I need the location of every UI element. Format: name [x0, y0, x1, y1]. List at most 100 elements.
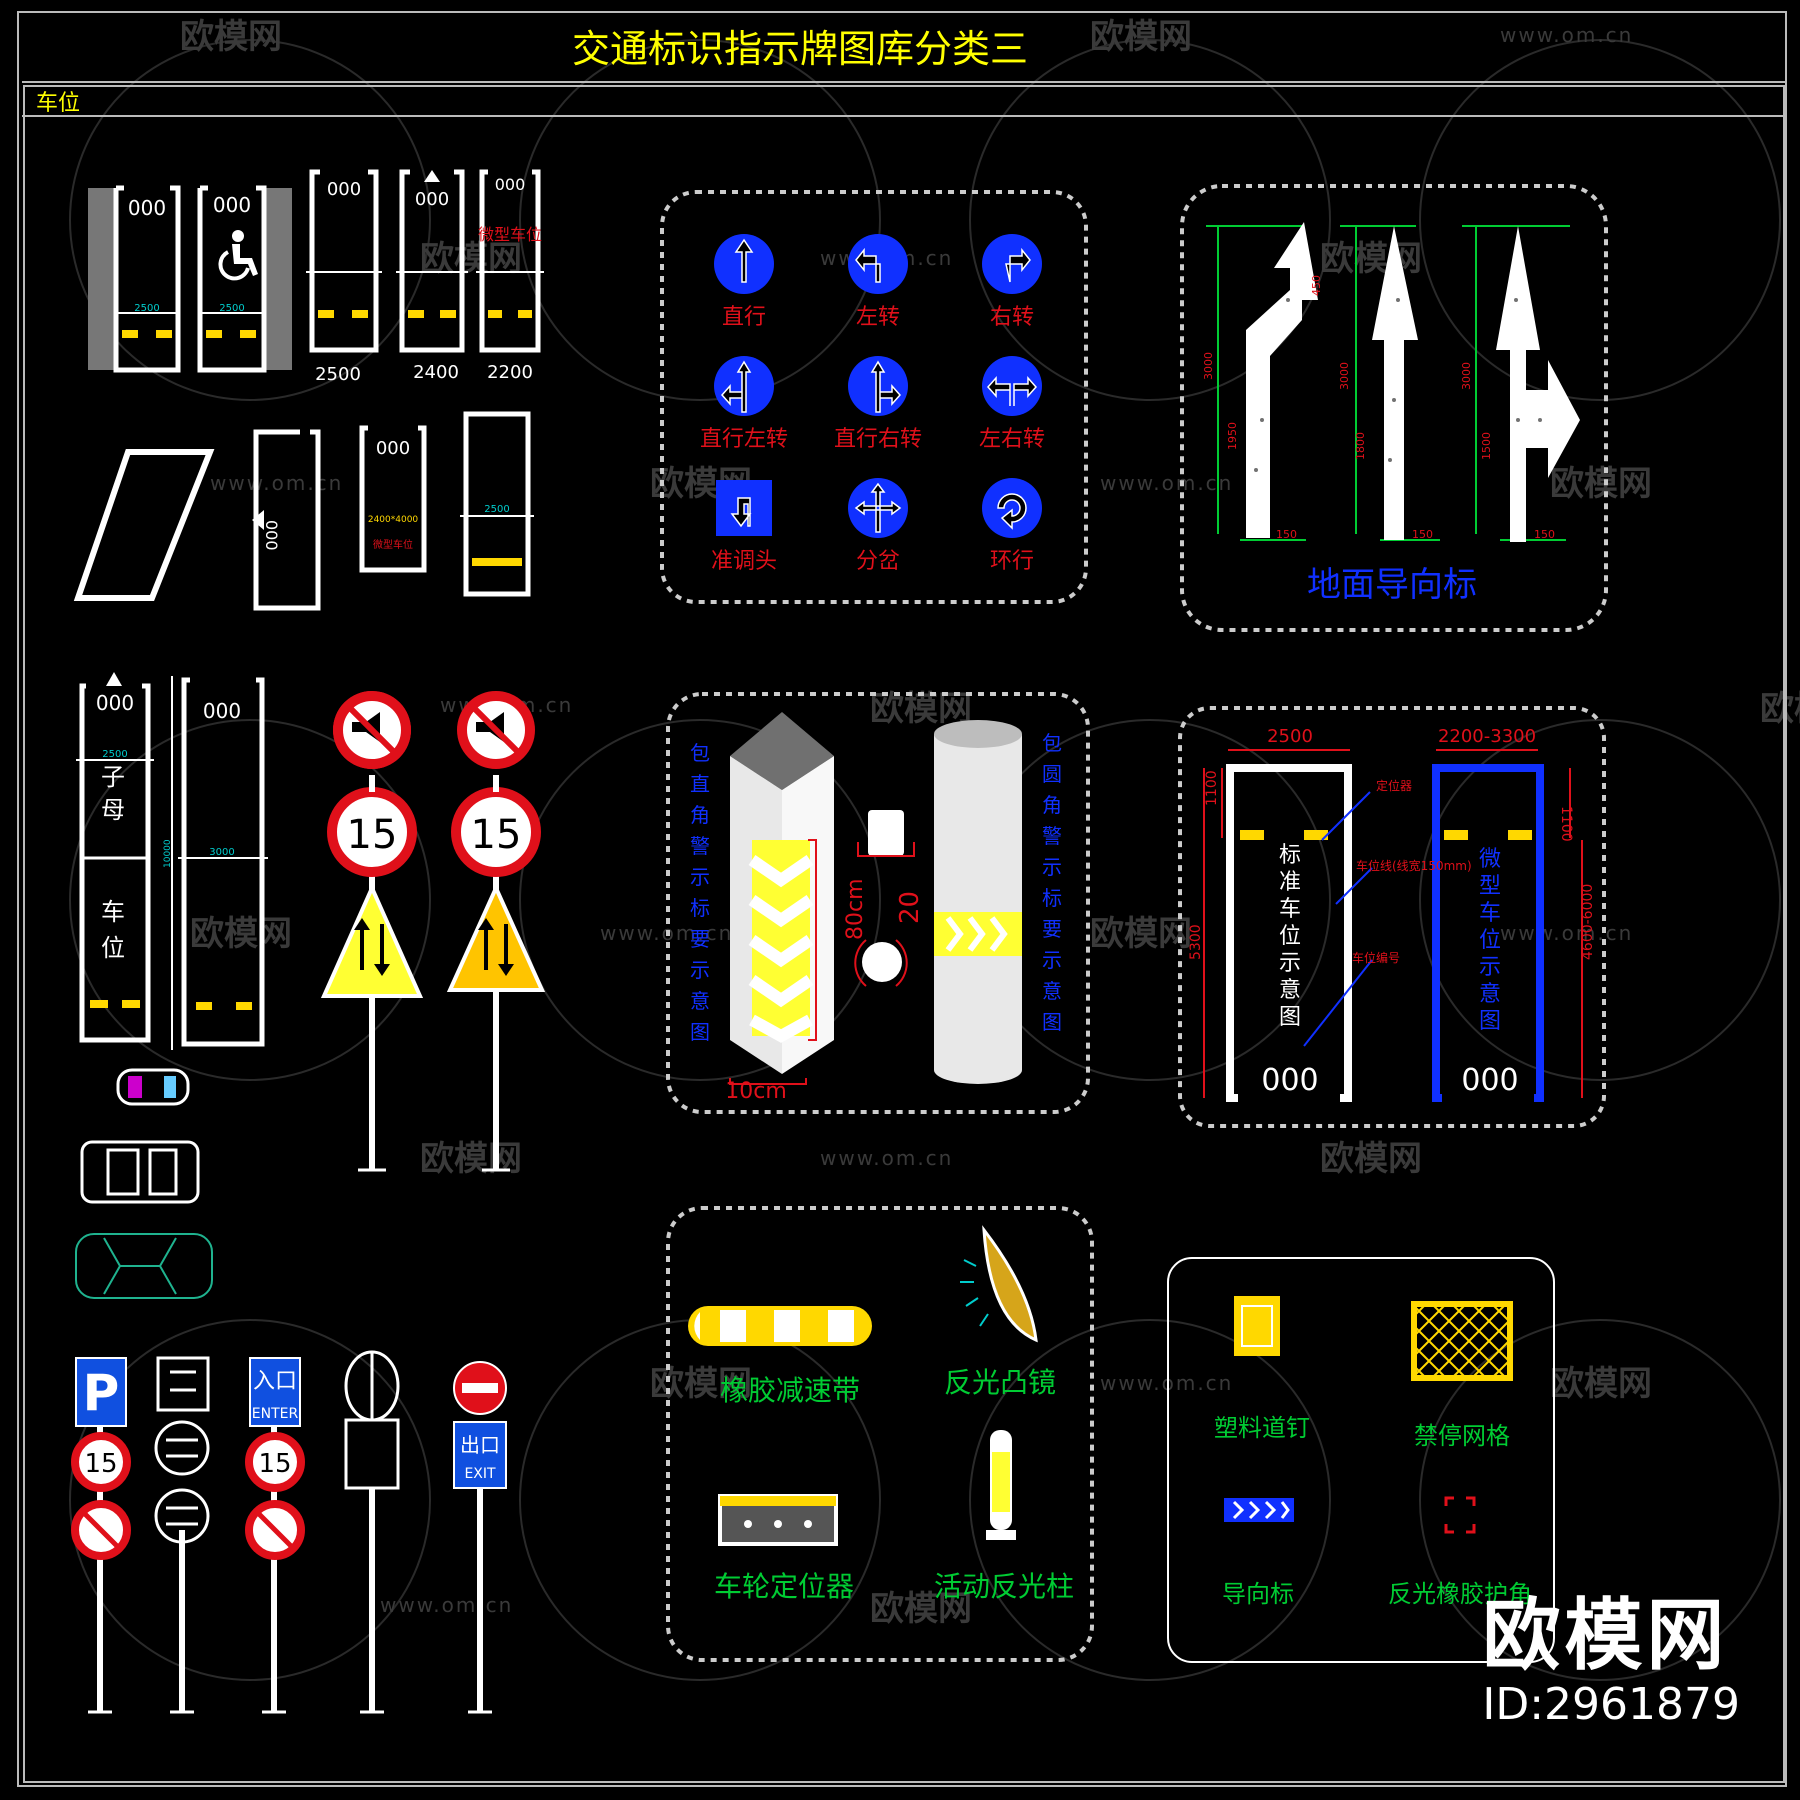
space-width: 2500: [134, 303, 159, 314]
arrow-icon: [106, 672, 122, 686]
space-number: 000: [128, 196, 166, 220]
watermark-text: 欧模网: [870, 1589, 972, 1629]
ground-arrow-straight: [1372, 226, 1418, 540]
guide-chevron-icon: [1224, 1498, 1294, 1522]
dim-10cm: 10cm: [725, 1079, 787, 1104]
caption-char: 图: [1279, 1005, 1301, 1030]
caption-char: 准: [1279, 870, 1301, 895]
reflective-post-icon: [986, 1430, 1016, 1540]
svg-text:出口: 出口: [460, 1433, 500, 1457]
angled-space-outline: [73, 449, 215, 601]
caption-char: 要: [690, 927, 710, 951]
svg-text:5300: 5300: [1188, 924, 1204, 960]
svg-text:2500: 2500: [1267, 726, 1313, 747]
svg-text:子: 子: [101, 763, 125, 791]
label-speed-bump: 橡胶减速带: [720, 1374, 860, 1407]
caption-char: 意: [1042, 979, 1062, 1003]
straight-left-arrow-icon: [720, 360, 752, 413]
parking-space-outline: [359, 425, 427, 573]
two-way-arrows-icon: [354, 918, 390, 976]
ground-arrow-title: 地面导向标: [1307, 565, 1477, 605]
fork-arrow-icon: [854, 482, 902, 533]
caption-char: 图: [1479, 1009, 1501, 1034]
enter-sign: [249, 1357, 301, 1427]
dim-80cm: 80cm: [843, 878, 868, 940]
label-no-parking-grid: 禁停网格: [1414, 1422, 1510, 1450]
caption-char: 要: [1042, 917, 1062, 941]
direction-sign: 左右转: [979, 356, 1045, 452]
hatch-wall: [88, 188, 116, 370]
svg-text:微型车位: 微型车位: [373, 538, 413, 551]
parking-space-outline: [197, 185, 267, 373]
svg-text:3000: 3000: [1338, 362, 1351, 390]
caption-char: 图: [690, 1020, 710, 1044]
label-reflective-post: 活动反光柱: [934, 1570, 1074, 1603]
svg-text:2200-3300: 2200-3300: [1438, 726, 1536, 747]
left-turn-arrow-icon: [855, 247, 881, 283]
svg-text:入口: 入口: [253, 1369, 297, 1394]
direction-signs-grid: 直行左转右转直行左转直行右转左右转准调头分岔环行: [700, 234, 1045, 574]
exit-sign: [453, 1421, 507, 1489]
dim-20: 20: [895, 891, 925, 924]
label-guide-sign: 导向标: [1222, 1580, 1294, 1608]
direction-sign: 直行右转: [834, 356, 922, 452]
watermark-text: 欧模网: [180, 17, 282, 57]
page-title: 交通标识指示牌图库分类三: [572, 27, 1028, 71]
speed-limit-sign: [245, 1432, 305, 1492]
direction-sign-label: 分岔: [856, 549, 900, 574]
svg-text:150: 150: [1412, 528, 1433, 541]
caption-char: 示: [1479, 955, 1501, 980]
svg-text:位: 位: [101, 934, 125, 962]
direction-sign-label: 左转: [856, 305, 900, 330]
parking-space-outline: [479, 169, 541, 353]
convex-mirror-icon: [960, 1225, 1038, 1343]
space-number: 000: [213, 193, 251, 217]
watermark-url: www.om.cn: [1500, 921, 1633, 945]
caption-char: 微: [1479, 847, 1501, 872]
parking-space-outline: [181, 677, 265, 1047]
caption-char: 标: [1279, 843, 1301, 868]
caption-char: 圆: [1042, 762, 1062, 786]
micro-space-outline: [1432, 764, 1544, 1102]
micro-dim: 2400*4000: [368, 515, 419, 525]
svg-text:000: 000: [1461, 1063, 1518, 1098]
direction-sign: 环行: [982, 478, 1042, 574]
dim-label: 3000: [1202, 352, 1215, 380]
empty-sign-post: [344, 1350, 400, 1714]
road-stud-icon: [1234, 1296, 1280, 1356]
round-profile: [862, 942, 902, 982]
direction-sign-label: 直行: [722, 305, 766, 330]
svg-text:2500: 2500: [484, 504, 509, 515]
label-rubber-corner: 反光橡胶护角: [1388, 1580, 1532, 1608]
label-road-stud: 塑料道钉: [1214, 1414, 1310, 1442]
direction-sign-label: 准调头: [711, 549, 777, 574]
label-wheel-stopper: 车轮定位器: [714, 1570, 854, 1603]
arrow-texture: [1254, 298, 1542, 472]
svg-text:3000: 3000: [209, 847, 234, 858]
two-way-traffic-sign: [446, 883, 546, 992]
watermark-text: 欧模网: [1550, 1364, 1652, 1404]
direction-sign: 分岔: [848, 478, 908, 574]
label-convex-mirror: 反光凸镜: [944, 1366, 1056, 1399]
caption-char: 直: [690, 772, 710, 796]
direction-sign: 直行左转: [700, 356, 788, 452]
watermark-url: www.om.cn: [1500, 23, 1633, 47]
caption-char: 型: [1479, 874, 1501, 899]
ground-arrow-left-turn: [1246, 222, 1318, 538]
speed-limit-sign: [71, 1432, 131, 1492]
svg-text:1950: 1950: [1226, 422, 1239, 450]
left-right-arrow-icon: [986, 376, 1038, 406]
brand-name: 欧模网: [1482, 1591, 1729, 1681]
svg-text:150: 150: [1534, 528, 1555, 541]
caption-char: 意: [1279, 978, 1301, 1003]
width-dim: 2200: [487, 362, 533, 383]
svg-text:000: 000: [96, 691, 134, 715]
direction-sign: 右转: [982, 234, 1042, 330]
svg-text:15: 15: [258, 1449, 291, 1479]
direction-sign: 准调头: [711, 480, 777, 574]
brand-mark: 欧模网 ID:2961879: [1482, 1573, 1740, 1730]
standard-space-panel: [1178, 706, 1606, 1128]
